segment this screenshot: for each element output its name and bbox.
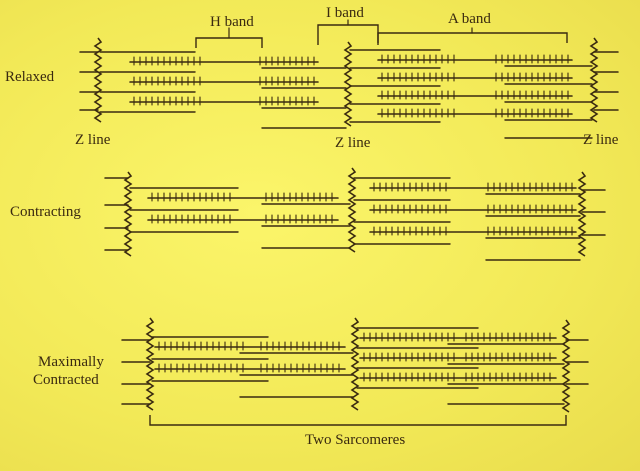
z-line-middle-label: Z line [335,135,371,151]
z-line [561,319,571,413]
z-line [343,41,353,127]
z-line [123,171,133,257]
a-band-label: A band [448,11,491,27]
band-brackets [149,19,568,426]
contracting-label: Contracting [10,204,81,220]
two-sarcomeres-label: Two Sarcomeres [305,432,406,448]
maximally-label: Maximally [38,354,104,370]
i-band-label: I band [326,5,364,21]
a-band-bracket [377,32,568,43]
z-line-right-label: Z line [583,132,619,148]
relaxed-state-drawing [79,37,619,139]
h-band-bracket [195,37,263,48]
z-line [577,171,587,257]
z-line-left-label: Z line [75,132,111,148]
maximally-contracted-state-drawing [121,317,589,413]
z-line [347,167,357,253]
relaxed-label: Relaxed [5,69,55,85]
contracting-state-drawing [104,167,606,261]
h-band-label: H band [210,14,254,30]
z-line [350,317,360,411]
z-line [145,317,155,411]
two-sarcomeres-bracket [149,415,567,426]
contracted-label: Contracted [33,372,99,388]
